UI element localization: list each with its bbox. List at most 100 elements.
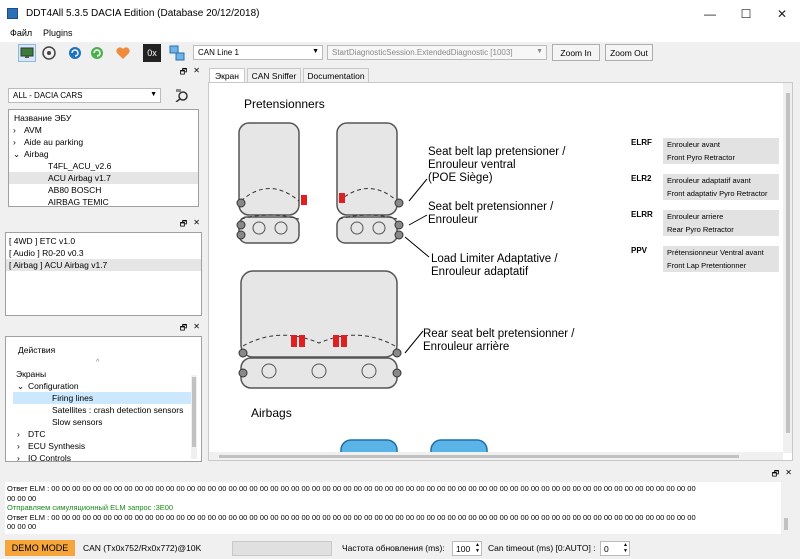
timeout-value: 0	[604, 544, 609, 554]
session-value: StartDiagnosticSession.ExtendedDiagnosti…	[332, 48, 513, 57]
close-icon[interactable]: ✕	[193, 218, 200, 227]
log-line: Ответ ELM : 00 00 00 00 00 00 00 00 00 0…	[7, 484, 696, 493]
timeout-spinbox[interactable]: 0 ▲▼	[600, 541, 630, 556]
can-line-select[interactable]: CAN Line 1 ▼	[193, 45, 323, 60]
zoom-out-button[interactable]: Zoom Out	[605, 44, 653, 61]
legend-line: Front Lap Pretentionner	[663, 259, 779, 272]
chevron-up-icon[interactable]: ^	[96, 359, 100, 366]
car-filter-select[interactable]: ALL - DACIA CARS ▼	[8, 88, 161, 103]
legend-code: ELRF	[631, 138, 652, 147]
vertical-scrollbar[interactable]	[783, 83, 792, 453]
pretensioner-diagram	[236, 122, 430, 389]
annotation-line: Load Limiter Adaptative /	[431, 253, 558, 265]
log-line: Отправляем симуляционный ELM запрос :3E0…	[7, 503, 174, 512]
chevron-right-icon[interactable]: ›	[17, 429, 20, 439]
tree-item[interactable]: Slow sensors	[13, 416, 191, 428]
log-scrollbar[interactable]	[782, 482, 790, 534]
scrollbar[interactable]	[191, 375, 197, 459]
ecu-list: [ 4WD ] ETC v1.0 [ Audio ] R0-20 v0.3 [ …	[5, 232, 202, 316]
tab-actions[interactable]: Действия	[18, 345, 56, 355]
tree-item[interactable]: AIRBAG TEMIC	[9, 196, 198, 207]
panel-header: 🗗✕	[4, 66, 204, 78]
spin-arrows-icon[interactable]: ▲▼	[623, 542, 628, 554]
scan-icon[interactable]	[40, 44, 58, 62]
refresh-icon[interactable]	[66, 44, 84, 62]
maximize-button[interactable]: ☐	[740, 6, 752, 21]
float-icon[interactable]: 🗗	[179, 323, 188, 332]
tree-item[interactable]: ⌄Configuration	[13, 380, 191, 392]
legend-line: Enrouleur avant	[663, 138, 779, 151]
spin-arrows-icon[interactable]: ▲▼	[475, 542, 480, 554]
chevron-right-icon[interactable]: ›	[13, 125, 16, 135]
annotation-line: Rear seat belt pretensionner /	[423, 328, 575, 340]
list-item[interactable]: [ 4WD ] ETC v1.0	[9, 236, 76, 246]
horizontal-scrollbar[interactable]	[209, 452, 783, 460]
close-button[interactable]: ✕	[776, 6, 788, 21]
close-icon[interactable]: ✕	[193, 322, 200, 331]
app-icon	[7, 8, 18, 19]
tree-item[interactable]: ›AVM	[9, 124, 198, 136]
status-bar: DEMO MODE CAN (Tx0x752/Rx0x772)@10K Част…	[0, 538, 800, 559]
tab-screen[interactable]: Экран	[209, 68, 245, 82]
tree-item[interactable]: Satellites : crash detection sensors	[13, 404, 191, 416]
zoom-in-button[interactable]: Zoom In	[552, 44, 600, 61]
annotation-rear: Rear seat belt pretensionner / Enrouleur…	[423, 328, 575, 354]
float-icon[interactable]: 🗗	[179, 67, 188, 76]
chevron-down-icon[interactable]: ⌄	[13, 149, 21, 159]
heartbeat-icon[interactable]	[114, 44, 132, 62]
annotation-line: Enrouleur adaptatif	[431, 266, 529, 278]
menu-file[interactable]: Файл	[10, 28, 33, 38]
toolbar: 0x CAN Line 1 ▼ StartDiagnosticSession.E…	[0, 42, 800, 64]
hex-icon[interactable]: 0x	[143, 44, 161, 62]
legend-code: ELR2	[631, 174, 652, 183]
chevron-down-icon: ▼	[536, 48, 543, 55]
refresh-value: 100	[456, 544, 471, 554]
tree-item[interactable]: ›DTC	[13, 428, 191, 440]
annotation-line: (POE Siège)	[428, 172, 493, 184]
tree-header: Название ЭБУ	[14, 113, 72, 123]
float-icon[interactable]: 🗗	[771, 469, 780, 478]
can-line-value: CAN Line 1	[198, 48, 239, 57]
session-select[interactable]: StartDiagnosticSession.ExtendedDiagnosti…	[327, 45, 547, 60]
tree-item[interactable]: ›Aide au parking	[9, 136, 198, 148]
float-icon[interactable]: 🗗	[179, 219, 188, 228]
tree-item[interactable]: ›IO Controls	[13, 452, 191, 461]
tree-item[interactable]: ⌄Airbag	[9, 148, 198, 160]
close-icon[interactable]: ✕	[193, 66, 200, 75]
tree-item[interactable]: ACU Airbag v1.7	[9, 172, 198, 184]
tab-documentation[interactable]: Documentation	[303, 68, 369, 82]
legend-line: Enrouleur arriere	[663, 210, 779, 223]
close-icon[interactable]: ✕	[785, 468, 792, 477]
window-title: DDT4All 5.3.5 DACIA Edition (Database 20…	[26, 8, 260, 19]
chevron-right-icon[interactable]: ›	[17, 453, 20, 461]
chevron-down-icon[interactable]: ⌄	[17, 381, 25, 391]
tab-can-sniffer[interactable]: CAN Sniffer	[247, 68, 301, 82]
menu-plugins[interactable]: Plugins	[43, 28, 73, 38]
tree-item[interactable]: ›ECU Synthesis	[13, 440, 191, 452]
tree-item[interactable]: AB80 BOSCH	[9, 184, 198, 196]
annotation-load-limiter: Load Limiter Adaptative / Enrouleur adap…	[431, 253, 558, 279]
tree-item-label: AIRBAG TEMIC	[48, 197, 109, 207]
screen-view: Pretensionners Seat	[208, 82, 793, 461]
tree-item[interactable]: Firing lines	[13, 392, 191, 404]
legend-line: Enrouleur adaptatif avant	[663, 174, 779, 187]
list-item[interactable]: [ Audio ] R0-20 v0.3	[9, 248, 84, 258]
log-panel-header: 🗗✕	[0, 468, 800, 480]
network-icon[interactable]	[168, 44, 186, 62]
log-line: 00 00 00	[7, 522, 37, 531]
list-item[interactable]: [ Airbag ] ACU Airbag v1.7	[6, 259, 201, 271]
chevron-right-icon[interactable]: ›	[13, 137, 16, 147]
search-icon[interactable]	[172, 87, 192, 103]
refresh-spinbox[interactable]: 100 ▲▼	[452, 541, 482, 556]
connect-icon[interactable]	[18, 44, 36, 62]
tree-item[interactable]: T4FL_ACU_v2.6	[9, 160, 198, 172]
minimize-button[interactable]: —	[704, 6, 716, 21]
legend-code: PPV	[631, 246, 648, 255]
chevron-right-icon[interactable]: ›	[17, 441, 20, 451]
log-icon[interactable]	[88, 44, 106, 62]
